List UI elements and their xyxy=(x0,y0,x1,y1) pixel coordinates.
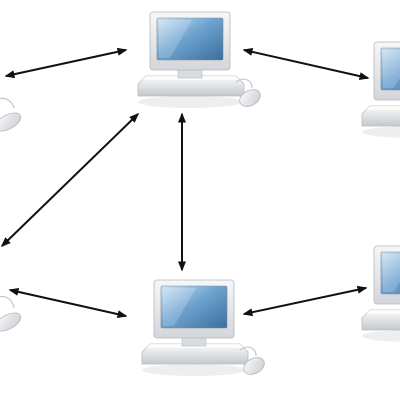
arrow-top-center-to-right-upper xyxy=(242,47,370,81)
desktop-computer-icon xyxy=(141,279,268,379)
desktop-computer-icon xyxy=(361,41,400,141)
computer-node-bottom-center xyxy=(141,279,268,379)
computer-node-top-center xyxy=(137,11,264,111)
connection-arrows xyxy=(0,47,370,319)
arrow-bottom-center-to-right-lower xyxy=(242,285,368,317)
computer-node-left-upper xyxy=(0,97,22,132)
computer-node-right-upper xyxy=(361,41,400,141)
computer-node-right-lower xyxy=(361,245,400,345)
mouse-icon xyxy=(0,112,22,132)
arrow-top-center-to-left-lower xyxy=(0,112,140,248)
arrow-left-lower-to-bottom-center xyxy=(8,287,128,319)
computer-node-left-lower xyxy=(0,295,22,332)
arrow-left-upper-to-top-center xyxy=(4,47,128,79)
desktop-computer-icon xyxy=(361,245,400,345)
mouse-icon xyxy=(0,312,22,332)
desktop-computer-icon xyxy=(137,11,264,111)
